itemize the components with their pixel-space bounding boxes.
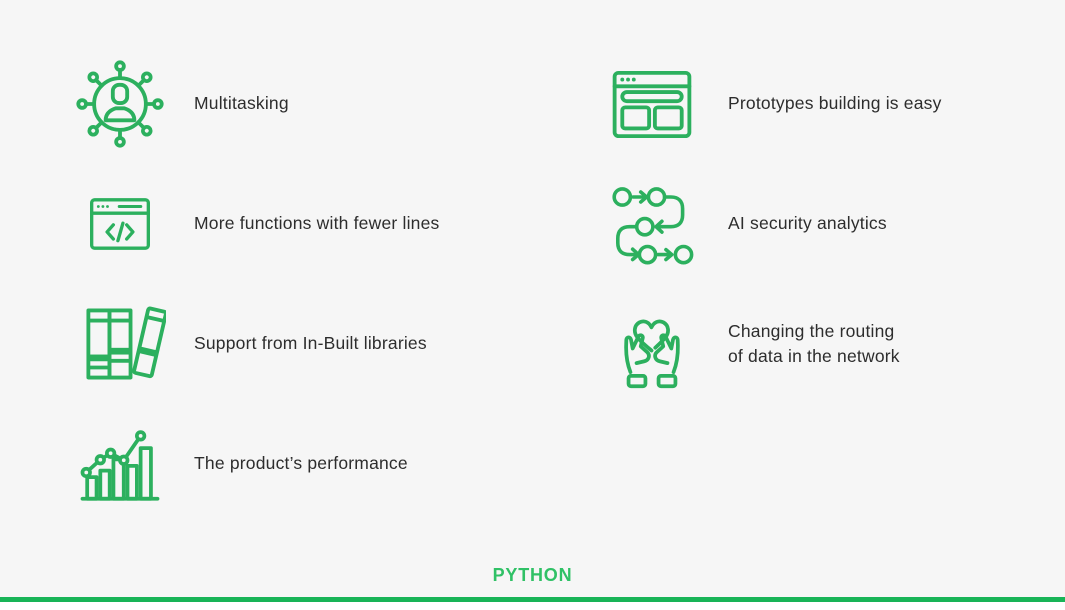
feature-routing: Changing the routing of data in the netw… bbox=[604, 294, 900, 394]
bar-chart-icon bbox=[74, 414, 166, 514]
feature-label: Prototypes building is easy bbox=[728, 93, 942, 114]
feature-label: Support from In-Built libraries bbox=[194, 333, 427, 354]
feature-performance: The product’s performance bbox=[74, 414, 408, 514]
user-network-icon bbox=[74, 54, 166, 154]
feature-ai-security: AI security analytics bbox=[604, 174, 887, 274]
page-title: PYTHON bbox=[492, 565, 573, 585]
feature-label: Changing the routing of data in the netw… bbox=[728, 320, 900, 366]
feature-label: The product’s performance bbox=[194, 453, 408, 474]
footer-accent-line bbox=[0, 597, 1065, 602]
feature-multitasking: Multitasking bbox=[74, 54, 289, 154]
feature-label: More functions with fewer lines bbox=[194, 213, 440, 234]
feature-label: AI security analytics bbox=[728, 213, 887, 234]
feature-prototypes: Prototypes building is easy bbox=[604, 54, 942, 154]
code-window-icon bbox=[74, 174, 166, 274]
footer-white-strip bbox=[0, 602, 1065, 610]
hands-heart-icon bbox=[604, 294, 700, 394]
books-icon bbox=[74, 294, 166, 394]
feature-label: Multitasking bbox=[194, 93, 289, 114]
prototype-window-icon bbox=[604, 54, 700, 154]
feature-fewer-lines: More functions with fewer lines bbox=[74, 174, 439, 274]
feature-libraries: Support from In-Built libraries bbox=[74, 294, 427, 394]
workflow-icon bbox=[604, 174, 700, 274]
